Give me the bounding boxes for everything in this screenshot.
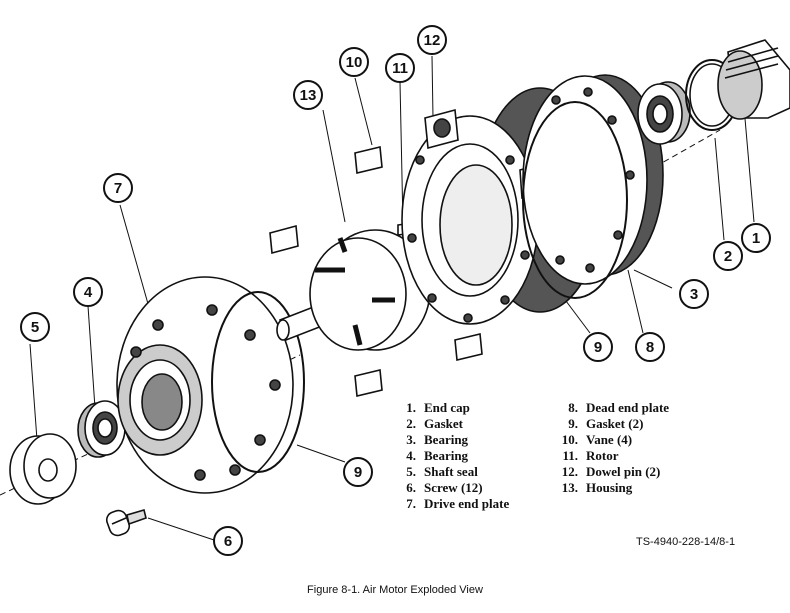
callout-11: 11 xyxy=(385,53,415,83)
bearing-4-drawing xyxy=(77,400,126,458)
legend-item: 7.Drive end plate xyxy=(406,496,510,511)
callout-6: 6 xyxy=(213,526,243,556)
end-cap-drawing xyxy=(717,39,790,120)
drawing-number: TS-4940-228-14/8-1 xyxy=(636,536,736,548)
callout-label: 4 xyxy=(84,284,93,301)
drive-end-plate-drawing xyxy=(116,276,294,494)
legend-item: 13.Housing xyxy=(561,480,633,495)
gasket-left-drawing xyxy=(211,291,305,473)
callout-5: 5 xyxy=(20,312,50,342)
callout-label: 6 xyxy=(224,533,232,550)
callout-label: 3 xyxy=(690,286,698,303)
dead-end-plate-drawing xyxy=(522,74,664,285)
callout-label: 5 xyxy=(31,319,39,336)
callout-13: 13 xyxy=(293,80,323,110)
parts-legend-right: 8.Dead end plate 9.Gasket (2) 10.Vane (4… xyxy=(556,400,669,496)
callout-1: 1 xyxy=(741,223,771,253)
legend-item: 12.Dowel pin (2) xyxy=(561,464,661,479)
screw-drawing xyxy=(105,508,147,537)
callout-label: 13 xyxy=(300,87,317,104)
callout-12: 12 xyxy=(417,25,447,55)
callout-label: 1 xyxy=(752,230,760,247)
legend-item: 9.Gasket (2) xyxy=(568,416,644,431)
callout-4: 4 xyxy=(73,277,103,307)
legend-item: 11.Rotor xyxy=(562,448,619,463)
figure-caption: Figure 8-1. Air Motor Exploded View xyxy=(307,584,483,596)
callout-9: 9 xyxy=(343,457,373,487)
callout-10: 10 xyxy=(339,47,369,77)
legend-item: 4.Bearing xyxy=(406,448,469,463)
rotor-drawing xyxy=(276,229,431,351)
gasket-right-drawing xyxy=(522,101,628,299)
callout-label: 10 xyxy=(346,54,363,71)
legend-item: 8.Dead end plate xyxy=(568,400,670,415)
legend-item: 3.Bearing xyxy=(406,432,469,447)
parts-legend-left: 1.End cap 2.Gasket 3.Bearing 4.Bearing 5… xyxy=(394,400,509,512)
bearing-3-drawing xyxy=(637,81,691,145)
callout-label: 12 xyxy=(424,32,441,49)
callout-2: 2 xyxy=(713,241,743,271)
vanes-drawing xyxy=(269,146,483,397)
legend-item: 2.Gasket xyxy=(406,416,463,431)
callout-label: 11 xyxy=(392,60,408,77)
legend-item: 10.Vane (4) xyxy=(561,432,633,447)
callout-7: 7 xyxy=(103,173,133,203)
legend-item: 6.Screw (12) xyxy=(406,480,483,495)
callout-label: 2 xyxy=(724,248,732,265)
callout-8: 8 xyxy=(635,332,665,362)
shaft-seal-drawing xyxy=(9,433,77,505)
callout-label: 7 xyxy=(114,180,122,197)
housing-drawing xyxy=(401,87,603,325)
legend-item: 5.Shaft seal xyxy=(406,464,478,479)
callout-label: 9 xyxy=(594,339,602,356)
callout-label: 8 xyxy=(646,339,654,356)
callout-9: 9 xyxy=(583,332,613,362)
callout-3: 3 xyxy=(679,279,709,309)
callout-label: 9 xyxy=(354,464,362,481)
legend-item: 1.End cap xyxy=(406,400,470,415)
